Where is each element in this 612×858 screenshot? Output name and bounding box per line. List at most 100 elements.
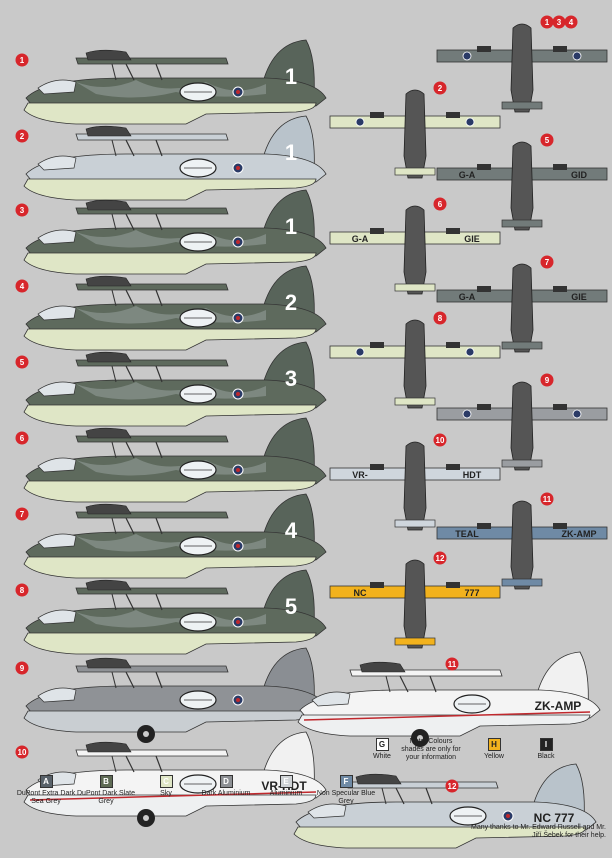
badge-circle [540, 133, 554, 147]
legend-swatch: B [99, 775, 113, 788]
wing-registration: NC [354, 588, 367, 598]
cheatline [303, 711, 591, 721]
wing-strut [155, 671, 163, 689]
plan-number: 2 [433, 81, 447, 95]
side-profile-7: 4 [23, 493, 327, 579]
wing-strut [155, 63, 163, 81]
fin-code-number: 2 [285, 290, 297, 315]
wing-roundel [462, 409, 472, 419]
badge-number: 9 [545, 376, 550, 385]
badge-circle [15, 53, 29, 67]
wing-strut [155, 517, 163, 535]
wing-strut [125, 593, 135, 611]
wing-strut [125, 139, 135, 157]
legend-swatch: A [39, 775, 53, 788]
side-profile-2: 1 [23, 115, 327, 201]
wing-roundel [355, 117, 365, 127]
engine-nacelle [85, 125, 132, 137]
badge-number: 4 [569, 18, 574, 27]
side-profile-9 [23, 647, 327, 743]
hull-bottom [23, 556, 317, 579]
badge-circle [564, 15, 578, 29]
engine-nacelle [85, 427, 132, 439]
roundel-centre [236, 698, 240, 702]
tailplane [501, 101, 543, 110]
side-profile-5: 3 [23, 341, 327, 427]
cheatline [29, 791, 317, 801]
wing-strut [125, 441, 135, 459]
plan-view-8 [329, 319, 501, 409]
engine [446, 228, 460, 234]
tailplane [501, 459, 543, 468]
engine [553, 46, 567, 52]
engine [370, 228, 384, 234]
engine [446, 112, 460, 118]
badge-number: 12 [436, 554, 445, 563]
badge-circle [433, 433, 447, 447]
engine [477, 286, 491, 292]
wing-strut [111, 289, 117, 307]
hull-planform [510, 381, 534, 471]
badge-circle [15, 661, 29, 675]
tailplane [394, 637, 436, 646]
key-label: Black [537, 753, 555, 760]
profile-number: 5 [15, 355, 29, 369]
hull-bottom [23, 404, 317, 427]
engine [477, 46, 491, 52]
hull-bottom [23, 632, 317, 655]
wing-strut [111, 365, 117, 383]
badge-number: 12 [448, 782, 457, 791]
legend-label: DuPont Extra Dark Sea Grey [16, 790, 76, 805]
wing-registration: ZK-AMP [562, 529, 597, 539]
wing-strut [111, 441, 117, 459]
engine-nacelle [359, 661, 406, 673]
tailplane [394, 397, 436, 406]
wing-roundel [462, 51, 472, 61]
profile-number: 4 [15, 279, 29, 293]
hull-bottom [23, 178, 317, 201]
badge-number: 11 [448, 660, 457, 669]
badge-circle [15, 279, 29, 293]
hull-planform [403, 559, 427, 649]
plan-view-2 [329, 89, 501, 179]
cockpit-glazing [37, 457, 77, 473]
camouflage-pattern [76, 80, 266, 98]
badge-number: 10 [18, 748, 27, 757]
roundel-centre [236, 90, 240, 94]
tailplane [501, 341, 543, 350]
hull-bottom [23, 252, 317, 275]
wheel-hub [143, 731, 149, 737]
tailplane [501, 219, 543, 228]
profile-number: 7 [15, 507, 29, 521]
legend-label: Dark Aluminium [201, 790, 251, 797]
acknowledgement: Many thanks to Mr. Edward Russell and Mr… [471, 824, 606, 839]
plan-number: 4 [564, 15, 578, 29]
engine [553, 404, 567, 410]
wing-strut [111, 63, 117, 81]
fin-code-number: 5 [285, 594, 297, 619]
badge-circle [433, 551, 447, 565]
hull-planform [403, 319, 427, 409]
roundel-centre [236, 468, 240, 472]
cockpit-glazing [37, 381, 77, 397]
camouflage-pattern [76, 610, 266, 628]
badge-number: 6 [438, 200, 443, 209]
legend-swatch: E [279, 775, 293, 788]
plan-number: 12 [433, 551, 447, 565]
profile-number: 10 [15, 745, 29, 759]
engine-nacelle [355, 773, 402, 785]
wing-strut [155, 755, 163, 773]
wing-strut [125, 365, 135, 383]
tailplane [394, 167, 436, 176]
badge-number: 5 [20, 358, 25, 367]
engine [370, 112, 384, 118]
badge-circle [15, 129, 29, 143]
wheel-hub [417, 735, 423, 741]
wing-strut [155, 365, 163, 383]
engine [446, 464, 460, 470]
